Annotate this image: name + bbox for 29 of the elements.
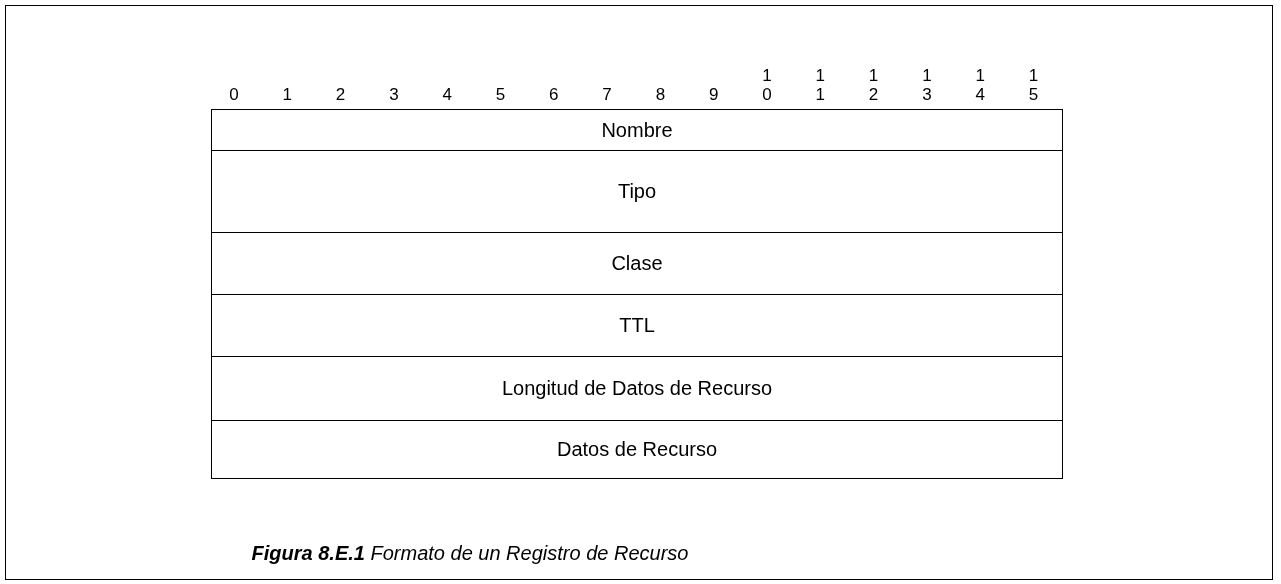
bit-number: 7 (601, 85, 613, 104)
bit-number: 3 (388, 85, 400, 104)
field-box (211, 294, 1063, 357)
field-name: Clase (611, 252, 663, 275)
field-name: TTL (619, 314, 655, 337)
figure-caption: Figura 8.E.1 Formato de un Registro de Recurso (250, 542, 690, 565)
bit-number: 1 1 (814, 66, 827, 104)
field-name: Datos de Recurso (556, 438, 718, 461)
bit-number: 6 (548, 85, 560, 104)
bit-number: 1 (281, 85, 294, 104)
bit-number: 1 0 (761, 66, 773, 104)
bit-number: 1 3 (921, 66, 933, 104)
bit-number: 4 (441, 85, 453, 104)
field-box (211, 420, 1063, 479)
bit-number: 1 2 (867, 66, 880, 104)
field-name: Nombre (601, 118, 673, 142)
field-box (211, 150, 1063, 233)
bit-number: 9 (707, 85, 720, 104)
bit-number: 2 (334, 85, 347, 104)
bit-number: 1 4 (974, 66, 986, 104)
bit-number: 0 (228, 85, 240, 104)
field-name: Longitud de Datos de Recurso (501, 377, 773, 400)
field-box (211, 232, 1063, 295)
bit-number: 8 (654, 85, 667, 104)
field-box (211, 356, 1063, 421)
field-box (211, 109, 1063, 151)
bit-number: 5 (494, 85, 507, 104)
field-name: Tipo (617, 180, 657, 203)
bit-number: 1 5 (1027, 66, 1040, 104)
